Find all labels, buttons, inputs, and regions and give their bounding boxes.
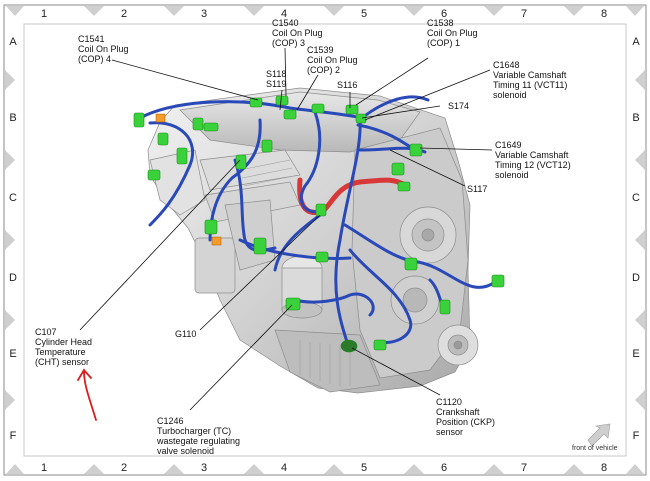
- front-of-vehicle-icon: [587, 423, 611, 447]
- grid-row-right-b: B: [632, 112, 640, 124]
- callout-s119: S119: [266, 79, 287, 89]
- grid-column-top-8: 8: [600, 8, 608, 20]
- grid-column-bottom-7: 7: [520, 462, 528, 474]
- grid-column-bottom-8: 8: [600, 462, 608, 474]
- grid-column-top-1: 1: [40, 8, 48, 20]
- grid-row-left-e: E: [9, 348, 17, 360]
- callout-s116: S116: [337, 80, 358, 90]
- grid-column-top-2: 2: [120, 8, 128, 20]
- grid-column-top-3: 3: [200, 8, 208, 20]
- grid-row-right-c: C: [632, 192, 640, 204]
- callout-s174: S174: [448, 101, 470, 111]
- annotation-arrow: [77, 368, 97, 421]
- grid-row-right-f: F: [632, 430, 640, 442]
- grid-column-bottom-2: 2: [120, 462, 128, 474]
- diagram-border: [3, 4, 647, 476]
- grid-row-right-a: A: [632, 36, 640, 48]
- grid-column-bottom-3: 3: [200, 462, 208, 474]
- callout-s118: S118: [266, 69, 287, 79]
- callout-leader-lines: [79, 47, 493, 411]
- grid-column-bottom-5: 5: [360, 462, 368, 474]
- grid-column-bottom-6: 6: [440, 462, 448, 474]
- callout-g110: G110: [175, 329, 197, 339]
- front-of-vehicle-label: front of vehicle: [572, 445, 618, 452]
- grid-row-left-f: F: [9, 430, 17, 442]
- grid-row-left-c: C: [9, 192, 17, 204]
- grid-row-right-e: E: [632, 348, 640, 360]
- orange-connectors: [155, 113, 222, 246]
- grid-column-bottom-4: 4: [280, 462, 288, 474]
- grid-column-bottom-1: 1: [40, 462, 48, 474]
- green-connectors: [133, 95, 505, 353]
- grid-row-left-b: B: [9, 112, 17, 124]
- inner-border: [23, 23, 627, 457]
- grid-row-right-d: D: [632, 272, 640, 284]
- grid-row-left-d: D: [9, 272, 17, 284]
- grid-column-top-4: 4: [280, 8, 288, 20]
- grid-column-top-5: 5: [360, 8, 368, 20]
- callout-s117: S117: [467, 184, 488, 194]
- grid-column-top-7: 7: [520, 8, 528, 20]
- frame-tabs: [5, 6, 645, 474]
- grid-column-top-6: 6: [440, 8, 448, 20]
- engine-illustration: [147, 87, 479, 394]
- grid-row-left-a: A: [9, 36, 17, 48]
